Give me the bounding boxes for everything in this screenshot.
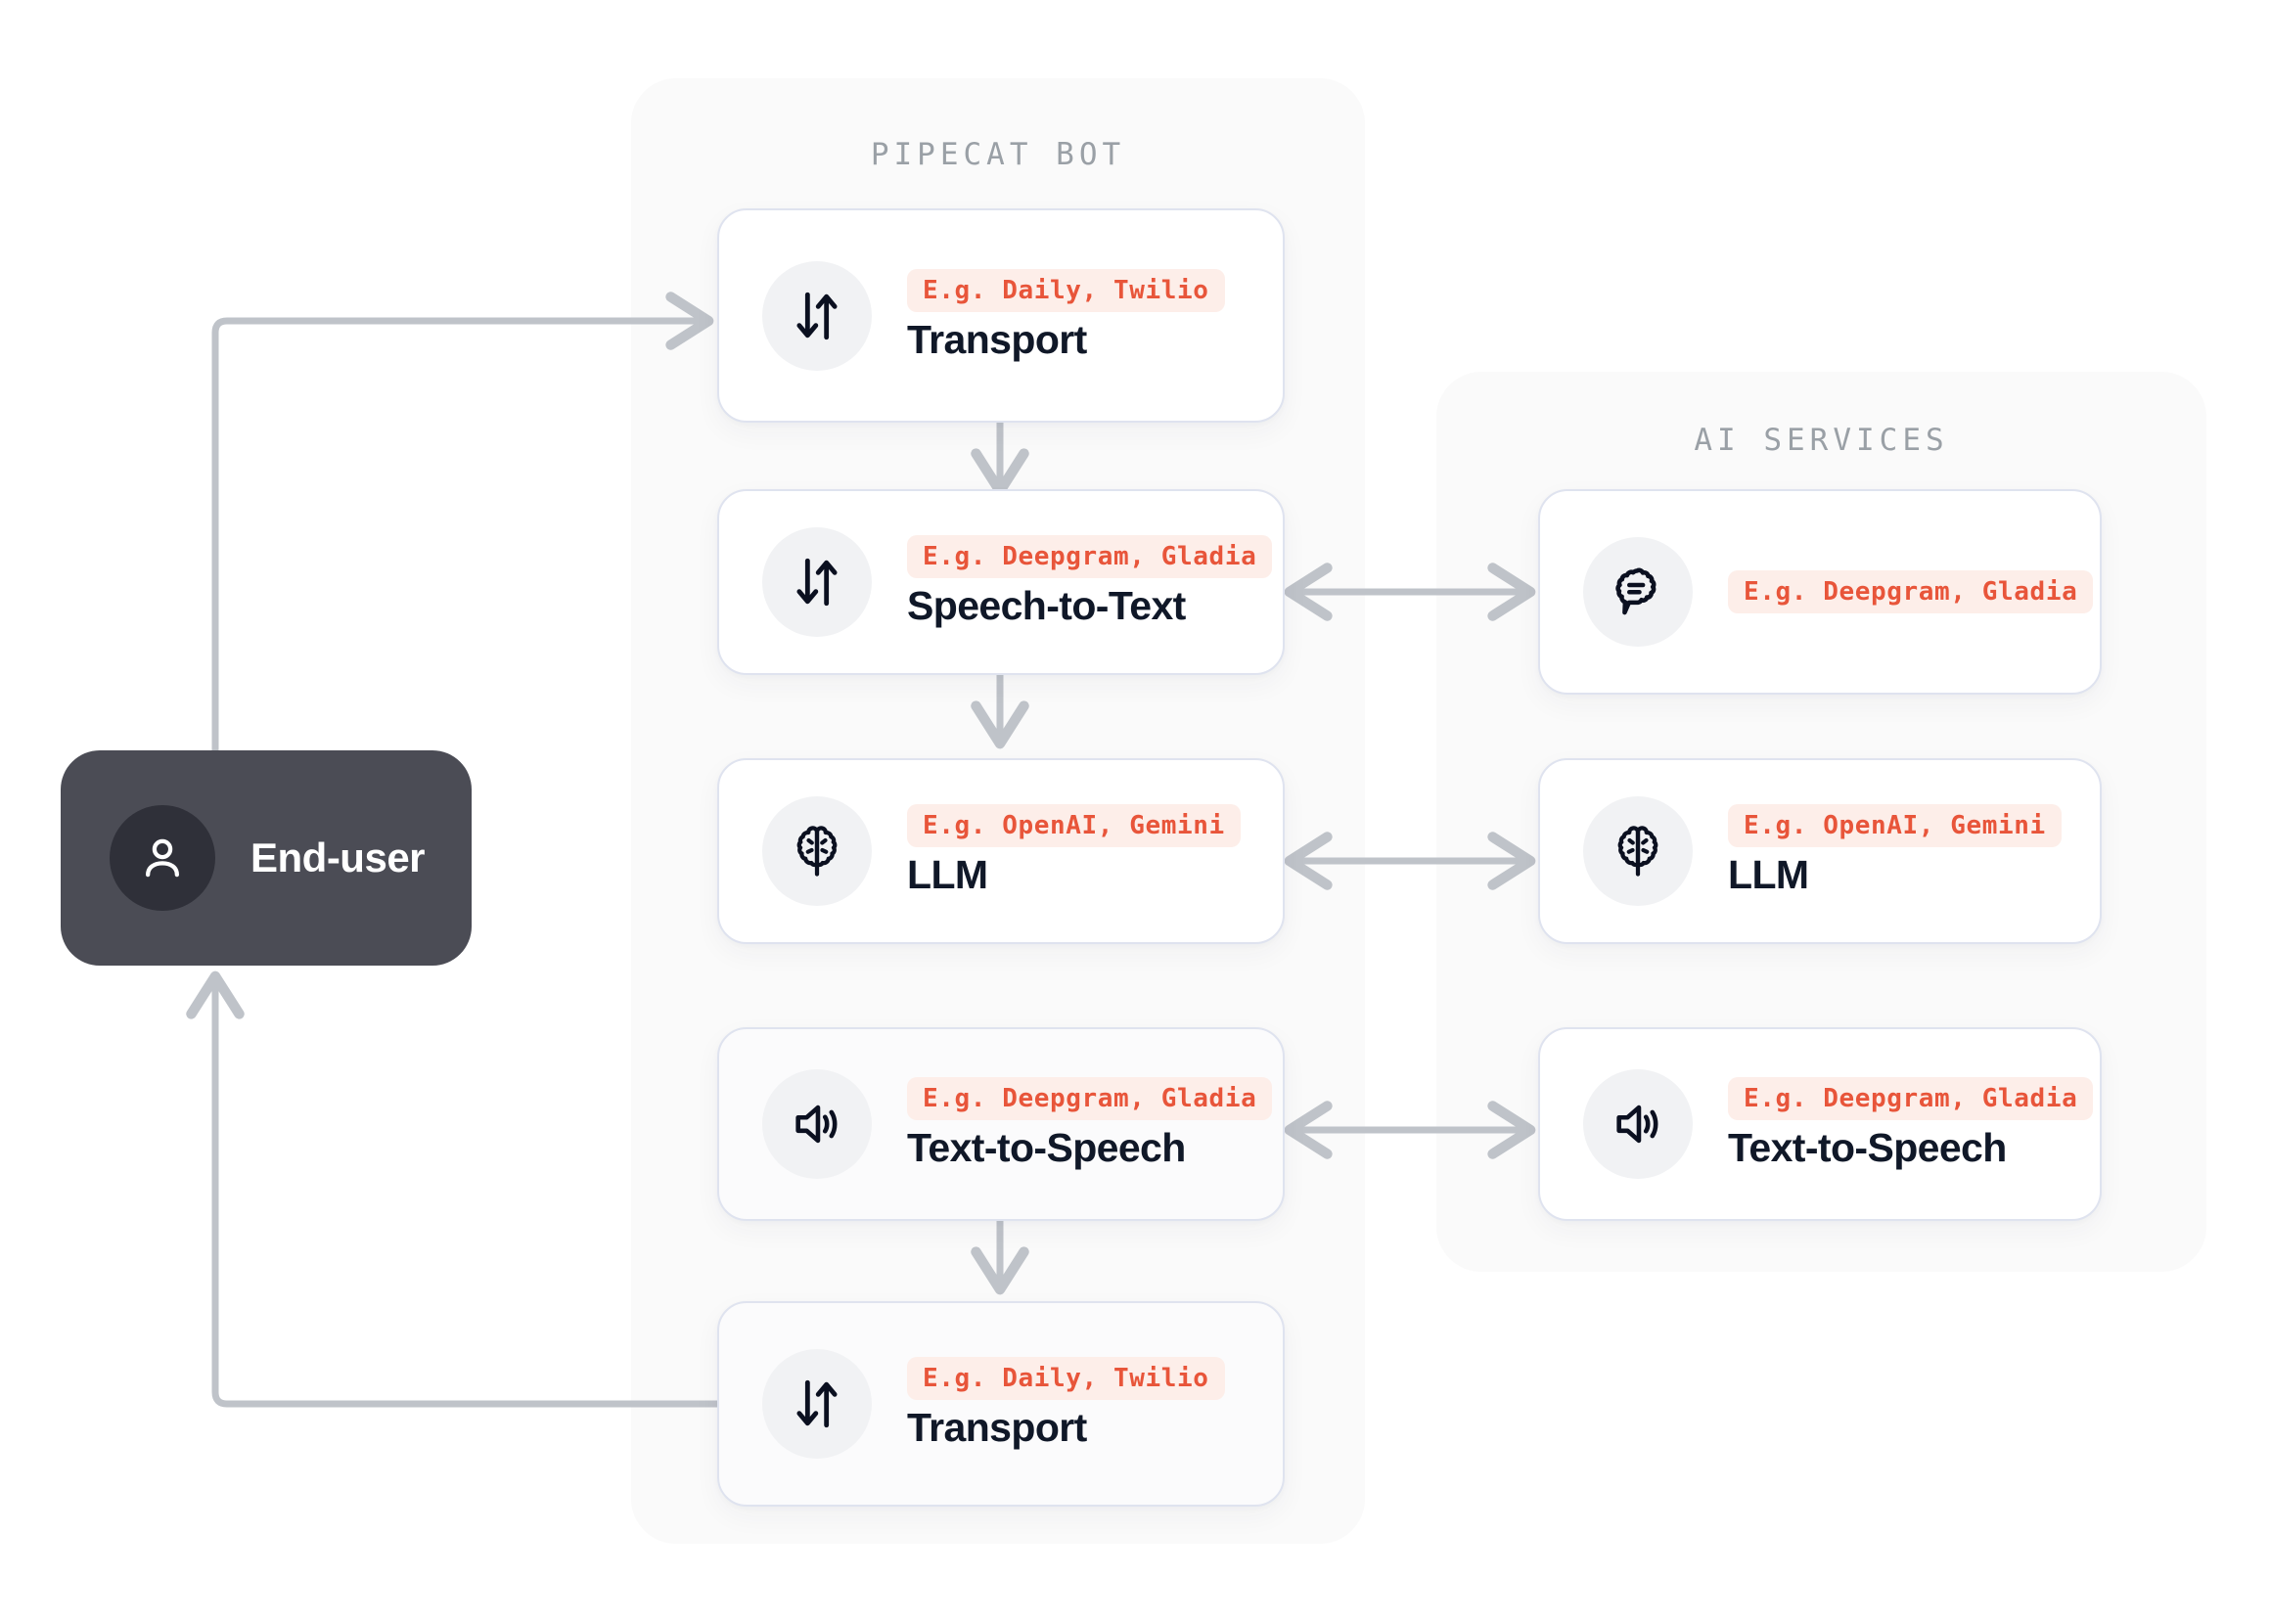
speech-bubble-icon [1583,537,1693,647]
card-ai-speech-to-text[interactable]: E.g. Deepgram, Gladia [1538,489,2102,695]
brain-icon [1583,796,1693,906]
arrows-up-down-icon [762,260,872,371]
arrows-up-down-icon [762,1349,872,1459]
end-user-node[interactable]: End-user [61,750,472,966]
card-text: E.g. Deepgram, Gladia Text-to-Speech [1728,1077,2094,1171]
card-badge: E.g. Daily, Twilio [907,1357,1225,1401]
card-text: E.g. OpenAI, Gemini LLM [1728,804,2062,897]
card-badge: E.g. OpenAI, Gemini [907,804,1241,848]
card-title: LLM [907,852,988,898]
card-title: Text-to-Speech [907,1125,1186,1171]
speaker-icon [762,1069,872,1179]
card-badge: E.g. OpenAI, Gemini [1728,804,2062,848]
card-text: E.g. OpenAI, Gemini LLM [907,804,1241,897]
ai-services-panel-title: AI SERVICES [1694,423,1949,458]
speaker-icon [1583,1069,1693,1179]
card-title: Text-to-Speech [1728,1125,2007,1171]
card-pipecat-speech-to-text[interactable]: E.g. Deepgram, Gladia Speech-to-Text [717,489,1285,675]
card-badge: E.g. Deepgram, Gladia [1728,570,2094,613]
card-pipecat-transport-in[interactable]: E.g. Daily, Twilio Transport [717,208,1285,423]
card-pipecat-text-to-speech[interactable]: E.g. Deepgram, Gladia Text-to-Speech [717,1027,1285,1221]
card-text: E.g. Deepgram, Gladia [1728,570,2094,613]
person-icon [110,805,215,911]
card-ai-llm[interactable]: E.g. OpenAI, Gemini LLM [1538,758,2102,944]
card-title: Speech-to-Text [907,583,1186,629]
card-title: Transport [907,316,1087,362]
end-user-label: End-user [250,835,426,880]
pipecat-bot-panel-title: PIPECAT BOT [870,137,1126,172]
brain-icon [762,796,872,906]
card-text: E.g. Deepgram, Gladia Text-to-Speech [907,1077,1273,1171]
card-text: E.g. Deepgram, Gladia Speech-to-Text [907,535,1273,629]
card-title: LLM [1728,852,1809,898]
card-pipecat-transport-out[interactable]: E.g. Daily, Twilio Transport [717,1301,1285,1507]
card-title: Transport [907,1405,1087,1451]
card-text: E.g. Daily, Twilio Transport [907,268,1225,362]
card-ai-text-to-speech[interactable]: E.g. Deepgram, Gladia Text-to-Speech [1538,1027,2102,1221]
card-pipecat-llm[interactable]: E.g. OpenAI, Gemini LLM [717,758,1285,944]
card-badge: E.g. Deepgram, Gladia [1728,1077,2094,1121]
card-badge: E.g. Deepgram, Gladia [907,535,1273,579]
arrows-up-down-icon [762,527,872,637]
card-badge: E.g. Deepgram, Gladia [907,1077,1273,1121]
card-badge: E.g. Daily, Twilio [907,268,1225,312]
card-text: E.g. Daily, Twilio Transport [907,1357,1225,1450]
